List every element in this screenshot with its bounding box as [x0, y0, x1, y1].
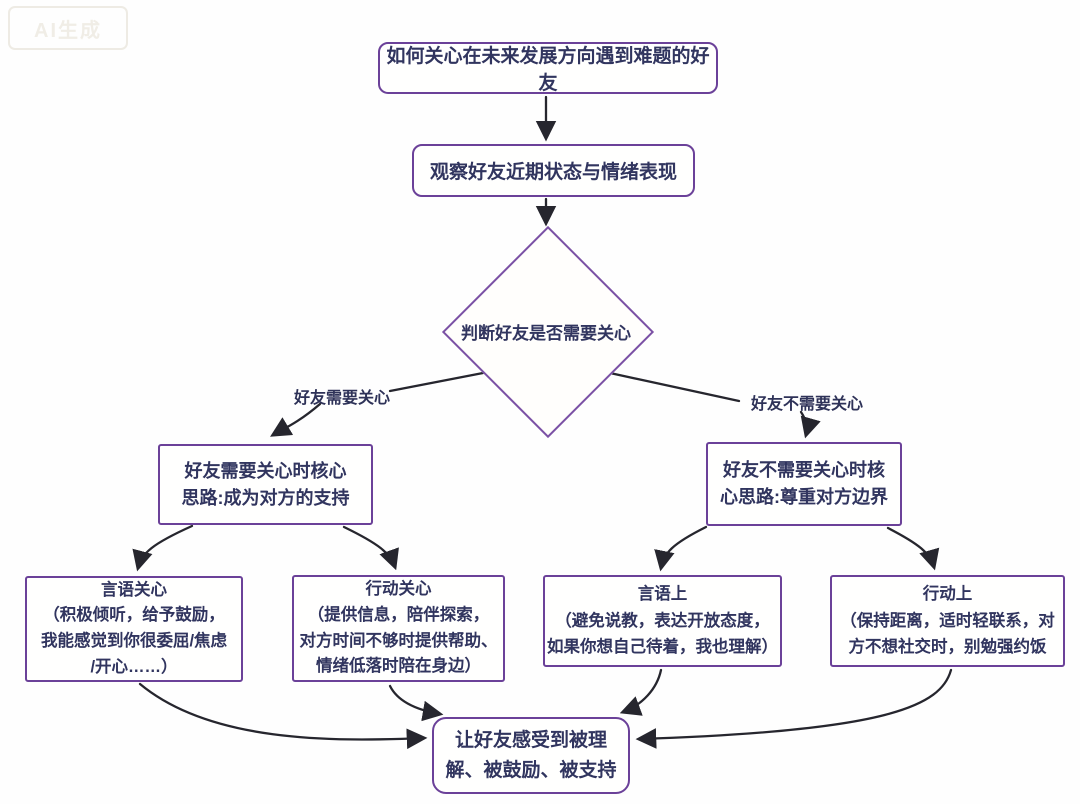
arrow-core-to-speech-respect: [654, 525, 708, 572]
node-outcome-text: 让好友感受到被理 解、被鼓励、被支持: [445, 730, 617, 781]
arrow-speech-care-to-outcome: [138, 682, 428, 750]
node-speech-care-text: 言语关心 （积极倾听，给予鼓励， 我能感觉到你很委屈/焦虑 /开心……）: [40, 580, 228, 676]
node-observe: 观察好友近期状态与情绪表现: [412, 144, 695, 197]
arrow-action-respect-to-outcome: [635, 668, 953, 749]
arrow-action-care-to-outcome: [388, 684, 444, 722]
arrow-need-label-to-core: [270, 402, 322, 437]
node-outcome: 让好友感受到被理 解、被鼓励、被支持: [432, 717, 630, 794]
node-need-care-core: 好友需要关心时核心 思路:成为对方的支持: [158, 444, 373, 525]
node-need-care-core-text: 好友需要关心时核心 思路:成为对方的支持: [181, 460, 350, 508]
edge-label-need-care: 好友需要关心: [293, 390, 390, 407]
arrow-speech-respect-to-outcome: [619, 668, 663, 716]
ai-generated-watermark: AI生成: [8, 6, 128, 50]
arrow-no-need-label-to-core: [799, 410, 821, 439]
node-observe-text: 观察好友近期状态与情绪表现: [429, 162, 677, 183]
node-action-respect: 行动上 （保持距离，适时轻联系，对 方不想社交时，别勉强约饭: [830, 575, 1065, 667]
node-speech-respect-text: 言语上 （避免说教，表达开放态度， 如果你想自己待着，我也理解）: [547, 585, 778, 657]
node-no-need-care-core: 好友不需要关心时核 心思路:尊重对方边界: [706, 442, 902, 526]
arrow-core-to-speech-care: [132, 524, 194, 572]
node-speech-care: 言语关心 （积极倾听，给予鼓励， 我能感觉到你很委屈/焦虑 /开心……）: [25, 576, 243, 682]
node-action-care-text: 行动关心 （提供信息，陪伴探索， 对方时间不够时提供帮助、 情绪低落时陪在身边）: [299, 580, 498, 676]
node-action-care: 行动关心 （提供信息，陪伴探索， 对方时间不够时提供帮助、 情绪低落时陪在身边）: [292, 575, 505, 682]
line-decision-to-no-need-label: [608, 371, 741, 403]
arrow-core-to-action-care: [342, 525, 399, 571]
node-action-respect-text: 行动上 （保持距离，适时轻联系，对 方不想社交时，别勉强约饭: [840, 585, 1055, 657]
decision-diamond-text: 判断好友是否需要关心: [461, 324, 631, 343]
edge-label-no-need-care: 好友不需要关心: [750, 396, 863, 413]
node-speech-respect: 言语上 （避免说教，表达开放态度， 如果你想自己待着，我也理解）: [543, 575, 782, 667]
node-start: 如何关心在未来发展方向遇到难题的好友: [378, 42, 718, 94]
line-decision-to-need-label: [388, 371, 485, 393]
ai-generated-watermark-label: AI生成: [34, 19, 102, 42]
arrow-core-to-action-respect: [886, 526, 940, 571]
node-start-text: 如何关心在未来发展方向遇到难题的好友: [386, 46, 710, 94]
node-no-need-care-core-text: 好友不需要关心时核 心思路:尊重对方边界: [720, 460, 888, 507]
